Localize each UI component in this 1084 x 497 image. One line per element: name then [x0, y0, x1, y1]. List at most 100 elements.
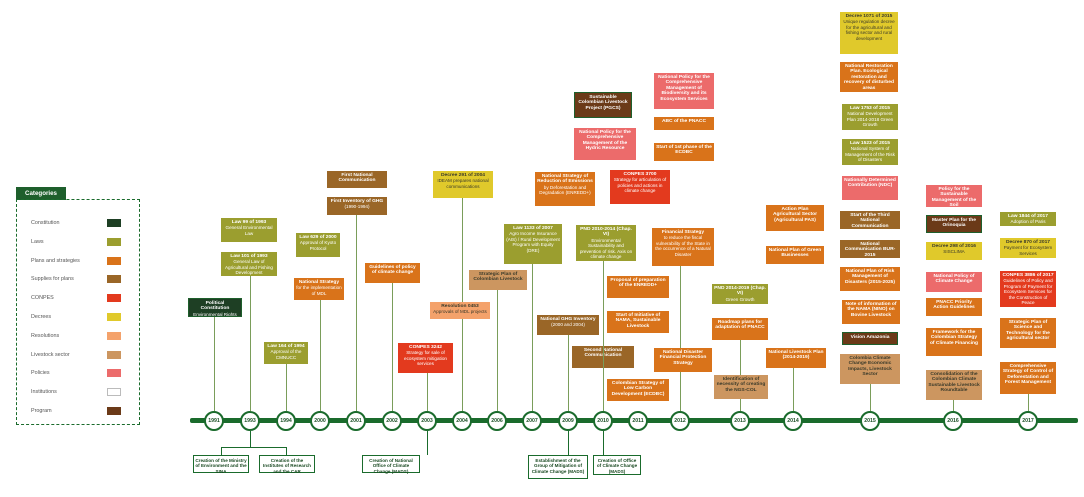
- event-connector: [870, 384, 871, 411]
- institution-box: Creation of National Office of Climate C…: [362, 455, 420, 474]
- timeline-event-box: Colombian Strategy of Low Carbon Develop…: [607, 379, 669, 401]
- event-title: Law 1523 of 2015: [850, 141, 890, 146]
- event-title: National Communication BUR-2015: [844, 242, 896, 258]
- event-title: Policy for the Sustainable Management of…: [931, 187, 977, 207]
- event-title: National Restoration Plan. Ecological re…: [843, 64, 894, 91]
- timeline-event-box: National Policy for the Comprehensive Ma…: [574, 128, 636, 160]
- timeline-event-box: Sustainable Colombian Livestock Project …: [574, 92, 632, 118]
- event-description: National Development Plan 2014-2018 Gree…: [846, 111, 894, 128]
- event-description: Approval of Kyoto Protocol: [299, 240, 337, 251]
- event-title: Sustainable Colombian Livestock Project …: [578, 95, 628, 111]
- legend-label: Institutions: [31, 389, 57, 396]
- year-marker-1993: 1993: [240, 411, 260, 431]
- event-connector: [680, 266, 681, 411]
- timeline-event-box: National Policy of Climate Change: [926, 272, 982, 292]
- year-marker-2010: 2010: [593, 411, 613, 431]
- institution-box: Creation of the Institutes of Research a…: [259, 455, 315, 474]
- year-marker-1991: 1991: [204, 411, 224, 431]
- legend-label: Plans and strategies: [31, 257, 80, 264]
- event-title: Start of the Third National Communicatio…: [850, 213, 890, 229]
- event-connector: [320, 300, 321, 411]
- event-description: Environmental Sustainability and prevent…: [579, 237, 633, 260]
- event-connector: [603, 261, 604, 411]
- institution-connector: [603, 431, 604, 455]
- event-description: (2000 and 2004): [551, 322, 585, 328]
- institution-box: Establishment of the Group of Mitigation…: [528, 455, 588, 479]
- event-connector: [953, 400, 954, 411]
- legend-label: Program: [31, 408, 52, 414]
- event-description: Adoption of Paris Agreement: [1010, 219, 1046, 226]
- event-connector: [1028, 394, 1029, 411]
- year-marker-2007: 2007: [522, 411, 542, 431]
- timeline-event-box: Nationally Determined Contribution (NDC): [842, 176, 898, 200]
- legend-swatch: [107, 388, 121, 397]
- event-connector: [427, 373, 428, 411]
- legend-label: Livestock sector: [31, 351, 70, 358]
- event-connector: [532, 264, 533, 411]
- timeline-event-box: National GHG Inventory(2000 and 2004): [537, 315, 599, 335]
- event-title: Second National Communication: [583, 348, 623, 358]
- event-title: Political Constitution: [200, 301, 230, 312]
- institution-box: Creation of the Ministry of Environment …: [193, 455, 249, 474]
- timeline-event-box: Framework for the Colombian Strategy of …: [926, 328, 982, 356]
- timeline-event-box: First Inventory of GHG(1990-1994): [327, 197, 387, 215]
- year-marker-1994: 1994: [276, 411, 296, 431]
- event-title: Roadmap plans for adaptation of PNACC: [715, 320, 765, 331]
- institution-bracket: [221, 447, 287, 448]
- timeline-event-box: Start of 1st phase of the ECDBC: [654, 143, 714, 161]
- event-description: to reduce the fiscal vulnerability of th…: [655, 235, 711, 257]
- event-description: IDEAM prepares national communications: [437, 178, 489, 189]
- timeline-event-box: National Livestock Plan (2014-2019): [766, 348, 826, 368]
- timeline-event-box: Comprehensive Strategy of Control of Def…: [1000, 362, 1056, 394]
- legend-swatch: [107, 350, 121, 359]
- timeline-event-box: National Plan of Green Businesses: [766, 246, 824, 264]
- event-title: National Policy for the Comprehensive Ma…: [579, 130, 631, 152]
- year-marker-2015: 2015: [860, 411, 880, 431]
- legend-swatch: [107, 331, 121, 340]
- event-title: National Strategy: [298, 280, 340, 285]
- timeline-event-box: Start of Initiative of NAMA, Sustainable…: [607, 311, 669, 333]
- event-title: Vision Amazonia: [850, 335, 890, 340]
- event-title: Decree 291 of 2004: [440, 173, 486, 178]
- event-description: Agro Income Insurance (AIS) / Rural Deve…: [506, 231, 560, 253]
- event-title: Framework for the Colombian Strategy of …: [929, 330, 979, 346]
- event-connector: [497, 290, 498, 411]
- event-title: Colombian Strategy of Low Carbon Develop…: [611, 381, 665, 397]
- event-description: General Environmental Law: [225, 225, 273, 236]
- event-title: ABC of the PNACC: [661, 119, 706, 124]
- event-description: Unique regulation decree for the agricul…: [843, 19, 895, 41]
- timeline-event-box: Strategic Plan of Colombian Livestock: [469, 270, 527, 290]
- event-description: (1990-1994): [344, 204, 370, 210]
- year-marker-2001: 2001: [346, 411, 366, 431]
- event-title: Financial Strategy: [661, 230, 705, 235]
- institution-box: Creation of Office of Climate Change (MA…: [593, 455, 641, 475]
- event-description: for the implementation of MDL: [296, 285, 342, 296]
- legend-swatch: [107, 256, 121, 265]
- year-marker-2000: 2000: [310, 411, 330, 431]
- event-title: Master Plan for the Orinoquia: [931, 218, 977, 229]
- event-title: Decree 1071 of 2015: [845, 14, 893, 19]
- event-title: Decree 298 of 2016: [931, 244, 977, 249]
- event-title: Start of 1st phase of the ECDBC: [656, 145, 712, 156]
- timeline-event-box: Note of information of the NAMA (NINO) o…: [842, 300, 900, 324]
- event-title: Proposal of preparation of the ENREDD+: [610, 278, 666, 289]
- timeline-event-box: Policy for the Sustainable Management of…: [926, 185, 982, 207]
- event-title: Strategic Plan of Science and Technology…: [1006, 320, 1050, 342]
- year-marker-2017: 2017: [1018, 411, 1038, 431]
- year-marker-2006: 2006: [487, 411, 507, 431]
- event-description: Environmental Rights: [193, 311, 237, 317]
- event-title: CONPES 3242: [409, 345, 442, 350]
